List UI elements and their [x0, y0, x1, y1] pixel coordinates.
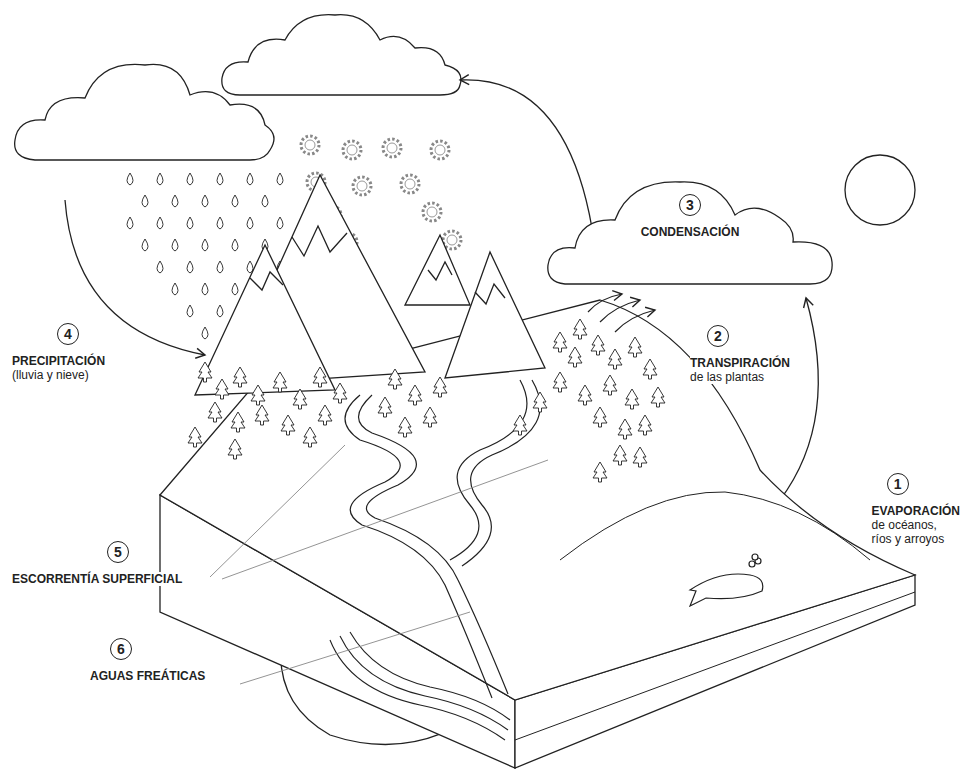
leader-lines	[210, 445, 548, 684]
step-description: de las plantas	[690, 370, 764, 384]
whale	[690, 554, 763, 606]
callout-number: 3	[679, 194, 701, 216]
step-description: de océanos, ríos y arroyos	[872, 518, 960, 546]
step-callout: 4PRECIPITACIÓN(lluvia y nieve)	[12, 323, 105, 382]
step-callout: 5ESCORRENTÍA SUPERFICIAL	[12, 541, 182, 586]
step-callout: 1EVAPORACIÓNde océanos, ríos y arroyos	[872, 473, 960, 546]
transpiration-arrows	[588, 294, 655, 332]
step-label: PRECIPITACIÓN	[12, 354, 105, 368]
callout-number: 1	[887, 473, 909, 495]
step-callout: 2TRANSPIRACIÓNde las plantas	[690, 325, 790, 384]
callout-number: 4	[57, 323, 79, 345]
mountains	[195, 175, 545, 395]
callout-number: 6	[110, 638, 132, 660]
forest	[188, 319, 665, 482]
callout-number: 2	[707, 325, 729, 347]
step-callout: 6AGUAS FREÁTICAS	[90, 638, 205, 683]
callout-number: 5	[107, 541, 129, 563]
clouds	[15, 15, 461, 160]
step-label: CONDENSACIÓN	[641, 225, 740, 239]
step-label: AGUAS FREÁTICAS	[90, 669, 205, 683]
step-label: ESCORRENTÍA SUPERFICIAL	[12, 572, 182, 586]
river	[345, 380, 540, 698]
groundwater	[330, 632, 510, 740]
step-description: (lluvia y nieve)	[12, 368, 89, 382]
sun	[845, 155, 915, 225]
condensation-cloud: 3CONDENSACIÓN	[545, 170, 835, 285]
step-label: EVAPORACIÓN	[872, 504, 960, 518]
step-label: TRANSPIRACIÓN	[690, 356, 790, 370]
